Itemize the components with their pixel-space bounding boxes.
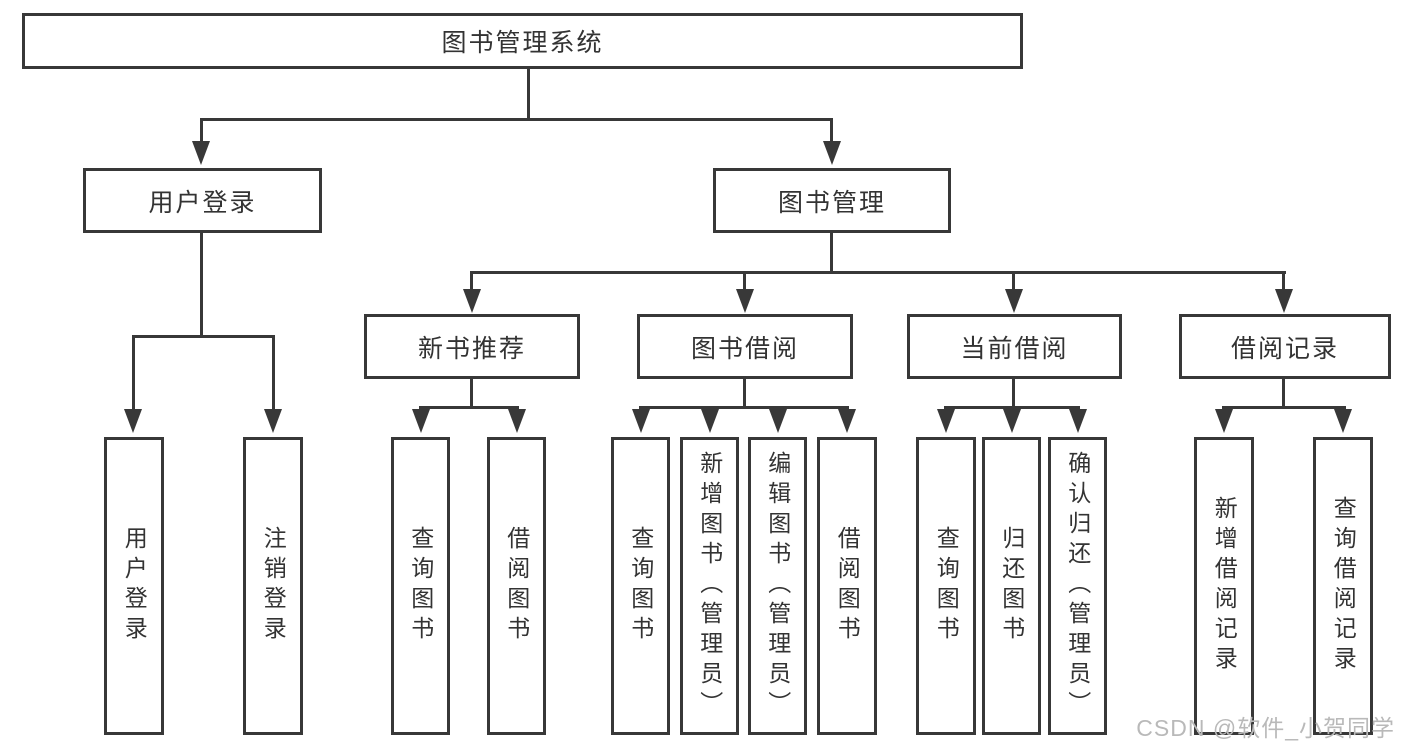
connector-line bbox=[1012, 271, 1015, 292]
leaf-current-return-books: 归还图书 bbox=[982, 437, 1041, 735]
leaf-current-query-books: 查询图书 bbox=[916, 437, 976, 735]
node-new-book-recommend: 新书推荐 bbox=[364, 314, 580, 379]
arrow-down-icon bbox=[736, 289, 754, 313]
leaf-label: 新增借阅记录 bbox=[1211, 496, 1238, 676]
node-borrowing-records: 借阅记录 bbox=[1179, 314, 1391, 379]
leaf-label: 借阅图书 bbox=[503, 526, 530, 646]
connector-line bbox=[132, 335, 135, 413]
connector-line bbox=[1282, 271, 1285, 292]
arrow-down-icon bbox=[1275, 289, 1293, 313]
connector-line bbox=[743, 271, 746, 292]
leaf-label: 借阅图书 bbox=[834, 526, 861, 646]
leaf-borrowing-borrow-books: 借阅图书 bbox=[817, 437, 877, 735]
connector-line bbox=[200, 233, 203, 338]
csdn-watermark: CSDN @软件_小贺同学 bbox=[1136, 715, 1395, 741]
leaf-label: 用户登录 bbox=[121, 526, 148, 646]
arrow-down-icon bbox=[701, 409, 719, 433]
arrow-down-icon bbox=[838, 409, 856, 433]
arrow-down-icon bbox=[1069, 409, 1087, 433]
arrow-down-icon bbox=[463, 289, 481, 313]
arrow-down-icon bbox=[823, 141, 841, 165]
connector-line bbox=[470, 379, 473, 408]
node-library-management-system: 图书管理系统 bbox=[22, 13, 1023, 69]
leaf-records-query-record: 查询借阅记录 bbox=[1313, 437, 1373, 735]
leaf-records-add-record: 新增借阅记录 bbox=[1194, 437, 1254, 735]
leaf-label: 新增图书（管理员） bbox=[696, 451, 723, 721]
connector-line bbox=[1012, 379, 1015, 408]
arrow-down-icon bbox=[192, 141, 210, 165]
leaf-borrowing-add-books-admin: 新增图书（管理员） bbox=[680, 437, 739, 735]
arrow-down-icon bbox=[769, 409, 787, 433]
arrow-down-icon bbox=[412, 409, 430, 433]
leaf-borrowing-query-books: 查询图书 bbox=[611, 437, 670, 735]
connector-line bbox=[830, 233, 833, 274]
connector-line bbox=[830, 118, 833, 145]
arrow-down-icon bbox=[124, 409, 142, 433]
connector-line bbox=[527, 68, 530, 120]
leaf-label: 确认归还（管理员） bbox=[1064, 451, 1091, 721]
leaf-label: 查询借阅记录 bbox=[1330, 496, 1357, 676]
leaf-label: 查询图书 bbox=[407, 526, 434, 646]
arrow-down-icon bbox=[264, 409, 282, 433]
connector-line bbox=[200, 118, 203, 145]
connector-line bbox=[470, 271, 1286, 274]
leaf-borrowing-edit-books-admin: 编辑图书（管理员） bbox=[748, 437, 807, 735]
leaf-user-login: 用户登录 bbox=[104, 437, 164, 735]
node-user-login: 用户登录 bbox=[83, 168, 322, 233]
node-book-management: 图书管理 bbox=[713, 168, 951, 233]
connector-line bbox=[639, 406, 849, 409]
connector-line bbox=[470, 271, 473, 292]
connector-line bbox=[272, 335, 275, 413]
leaf-logout: 注销登录 bbox=[243, 437, 303, 735]
connector-line bbox=[743, 379, 746, 408]
node-current-borrowing: 当前借阅 bbox=[907, 314, 1122, 379]
leaf-label: 查询图书 bbox=[933, 526, 960, 646]
arrow-down-icon bbox=[937, 409, 955, 433]
leaf-label: 归还图书 bbox=[998, 526, 1025, 646]
connector-line bbox=[1282, 379, 1285, 408]
arrow-down-icon bbox=[1334, 409, 1352, 433]
arrow-down-icon bbox=[1003, 409, 1021, 433]
node-book-borrowing: 图书借阅 bbox=[637, 314, 853, 379]
connector-line bbox=[1222, 406, 1346, 409]
leaf-label: 查询图书 bbox=[627, 526, 654, 646]
connector-line bbox=[132, 335, 275, 338]
leaf-label: 编辑图书（管理员） bbox=[764, 451, 791, 721]
arrow-down-icon bbox=[1005, 289, 1023, 313]
arrow-down-icon bbox=[1215, 409, 1233, 433]
arrow-down-icon bbox=[508, 409, 526, 433]
arrow-down-icon bbox=[632, 409, 650, 433]
leaf-label: 注销登录 bbox=[260, 526, 287, 646]
connector-line bbox=[200, 118, 833, 121]
leaf-current-confirm-return-admin: 确认归还（管理员） bbox=[1048, 437, 1107, 735]
leaf-recommend-query-books: 查询图书 bbox=[391, 437, 450, 735]
leaf-recommend-borrow-books: 借阅图书 bbox=[487, 437, 546, 735]
connector-line bbox=[419, 406, 519, 409]
